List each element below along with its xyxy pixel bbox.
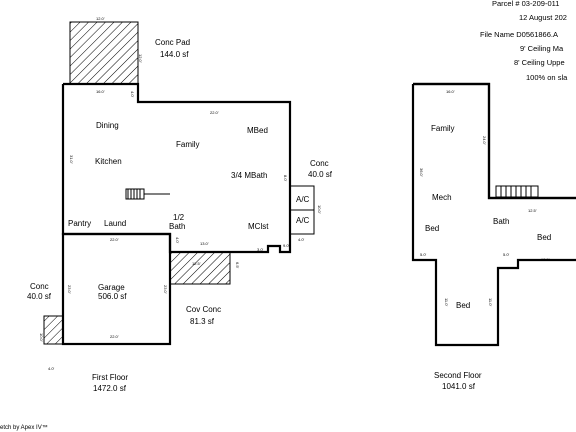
- conc-left-area: [43, 315, 64, 345]
- dim-label: 13.0': [200, 241, 209, 246]
- garage-label: Garage: [98, 283, 125, 292]
- dim-label: 12.0': [138, 54, 143, 63]
- room-pantry: Pantry: [68, 219, 91, 228]
- second-floor-area: 1041.0 sf: [442, 382, 476, 391]
- dim-label: 4.0': [298, 237, 305, 242]
- dim-label: 8.0': [283, 175, 288, 182]
- dim-label: 10.0': [39, 333, 44, 342]
- room-bed-left: Bed: [425, 224, 439, 233]
- dim-label: 12.5': [528, 208, 537, 213]
- dim-label: 23.0': [163, 285, 168, 294]
- dim-label: 12.0': [96, 16, 105, 21]
- first-floor-area: 1472.0 sf: [93, 384, 127, 393]
- second-floor-title: Second Floor: [434, 371, 482, 380]
- dim-label: 12.5': [541, 257, 550, 262]
- conc-left-label: Conc: [30, 282, 49, 291]
- dim-label: 10.0': [317, 205, 322, 214]
- room-laund: Laund: [104, 219, 126, 228]
- cov-conc-label: Cov Conc: [186, 305, 221, 314]
- room-mclst: MClst: [248, 222, 269, 231]
- file-name: File Name D0561866.A: [480, 30, 558, 39]
- room-half-bath-line2: Bath: [169, 222, 185, 231]
- dim-label: 23.0': [67, 285, 72, 294]
- dim-label: 4.0': [130, 91, 135, 98]
- room-ac-2: A/C: [296, 216, 310, 225]
- dim-label: 16.0': [96, 89, 105, 94]
- conc-left-area: 40.0 sf: [27, 292, 52, 301]
- room-mbath: 3/4 MBath: [231, 171, 267, 180]
- dim-label: 4.0': [48, 366, 55, 371]
- room-family-upper: Family: [431, 124, 455, 133]
- dim-label: 16.0': [446, 89, 455, 94]
- room-family: Family: [176, 140, 200, 149]
- parcel-number: Parcel # 03-209-011: [492, 0, 559, 8]
- cov-conc-area: [169, 251, 231, 285]
- dim-label: 24.0': [482, 136, 487, 145]
- ceiling-upper: 8' Ceiling Uppe: [514, 58, 565, 67]
- garage-area: 506.0 sf: [98, 292, 127, 301]
- dim-label: 22.0': [110, 334, 119, 339]
- dim-label: 31.0': [69, 155, 74, 164]
- slab-percent: 100% on sla: [526, 73, 568, 82]
- stair-icon: [125, 188, 170, 200]
- room-bed-bottom: Bed: [456, 301, 470, 310]
- room-bed-right: Bed: [537, 233, 551, 242]
- room-bath-upper: Bath: [493, 217, 509, 226]
- dim-label: 5.0': [420, 252, 427, 257]
- dim-label: 4.0': [175, 237, 180, 244]
- cov-conc-area-label: 81.3 sf: [190, 317, 215, 326]
- dim-label: 22.0': [110, 237, 119, 242]
- room-mech: Mech: [432, 193, 452, 202]
- room-mbed: MBed: [247, 126, 268, 135]
- sketch-date: 12 August 202: [519, 13, 567, 22]
- dim-label: 22.0': [210, 110, 219, 115]
- garage-outline: [61, 232, 172, 346]
- dim-label: 9.0': [283, 243, 290, 248]
- second-floor-outline: [413, 82, 576, 200]
- first-floor-plan: 12.0' 12.0' Conc Pad 144.0 sf 16.0' 4.0'…: [27, 16, 333, 393]
- conc-pad-area: [69, 21, 139, 85]
- conc-pad-area-label: 144.0 sf: [160, 50, 189, 59]
- dim-label: 5.0': [503, 252, 510, 257]
- ceiling-main: 9' Ceiling Ma: [520, 44, 564, 53]
- conc-right-label: Conc: [310, 159, 329, 168]
- dim-label: 36.0': [419, 168, 424, 177]
- dim-label: 12.5': [192, 261, 201, 266]
- first-floor-title: First Floor: [92, 373, 128, 382]
- sketch-credit: etch by Apex IV™: [0, 424, 48, 431]
- room-half-bath-line1: 1/2: [173, 213, 185, 222]
- dim-label: 11.0': [444, 298, 449, 306]
- room-kitchen: Kitchen: [95, 157, 122, 166]
- room-dining: Dining: [96, 121, 119, 130]
- conc-pad-label: Conc Pad: [155, 38, 190, 47]
- second-floor-plan: 16.0' 36.0' 24.0' 5.0' 5.0' 12.5' 12.5' …: [411, 82, 576, 391]
- dim-label: 6.5': [235, 262, 240, 269]
- room-ac-1: A/C: [296, 195, 310, 204]
- conc-right-area: 40.0 sf: [308, 170, 333, 179]
- stair-icon: [495, 185, 539, 198]
- dim-label: 11.0': [488, 298, 493, 306]
- sketch-header: Parcel # 03-209-011 12 August 202 File N…: [480, 0, 568, 82]
- dim-label: 3.0': [257, 247, 264, 252]
